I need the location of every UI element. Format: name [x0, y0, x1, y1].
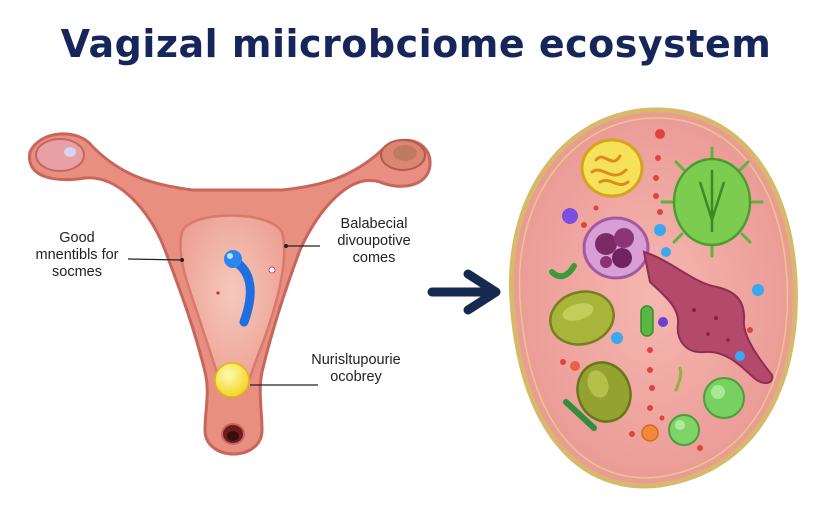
yellow-nutrient-ball	[214, 362, 250, 398]
blue-dot-1	[654, 224, 666, 236]
pointer-left	[127, 258, 183, 261]
green-hook	[549, 263, 577, 280]
yellow-organelle	[580, 138, 644, 198]
diagram-title: Vagizal miicrobciome ecosystem	[60, 22, 772, 66]
olive-organelle-1	[549, 290, 615, 346]
green-vesicle-1	[703, 377, 745, 419]
label-beneficial: Balabecial divoupotive comes	[337, 216, 411, 266]
purple-dot-2	[658, 317, 668, 327]
arrow-right-icon	[427, 269, 501, 315]
uterine-cavity	[179, 214, 286, 390]
blue-dot-2	[661, 247, 671, 257]
blue-dot-3	[752, 284, 764, 296]
red-dots	[560, 129, 753, 451]
green-rod-1	[640, 305, 654, 337]
left-ovary	[35, 138, 85, 172]
blue-dot-4	[735, 351, 745, 361]
purple-nucleus	[582, 216, 650, 280]
label-nutrient: Nurisltupourie ocobrey	[311, 352, 401, 385]
cell-illustration	[508, 107, 798, 489]
label-good-microbes: Good mnentibls for socmes	[35, 230, 119, 280]
green-vesicle-2	[668, 414, 700, 446]
magenta-organelle	[642, 250, 774, 384]
purple-dot-1	[562, 208, 578, 224]
green-rod-2	[563, 399, 597, 431]
olive-organelle-2	[576, 361, 632, 423]
uterus-illustration	[28, 132, 432, 456]
green-virus	[660, 146, 764, 258]
blue-rod	[231, 257, 255, 327]
green-sprout	[674, 366, 683, 392]
blue-dot-5	[611, 332, 623, 344]
orange-dot	[641, 424, 659, 442]
